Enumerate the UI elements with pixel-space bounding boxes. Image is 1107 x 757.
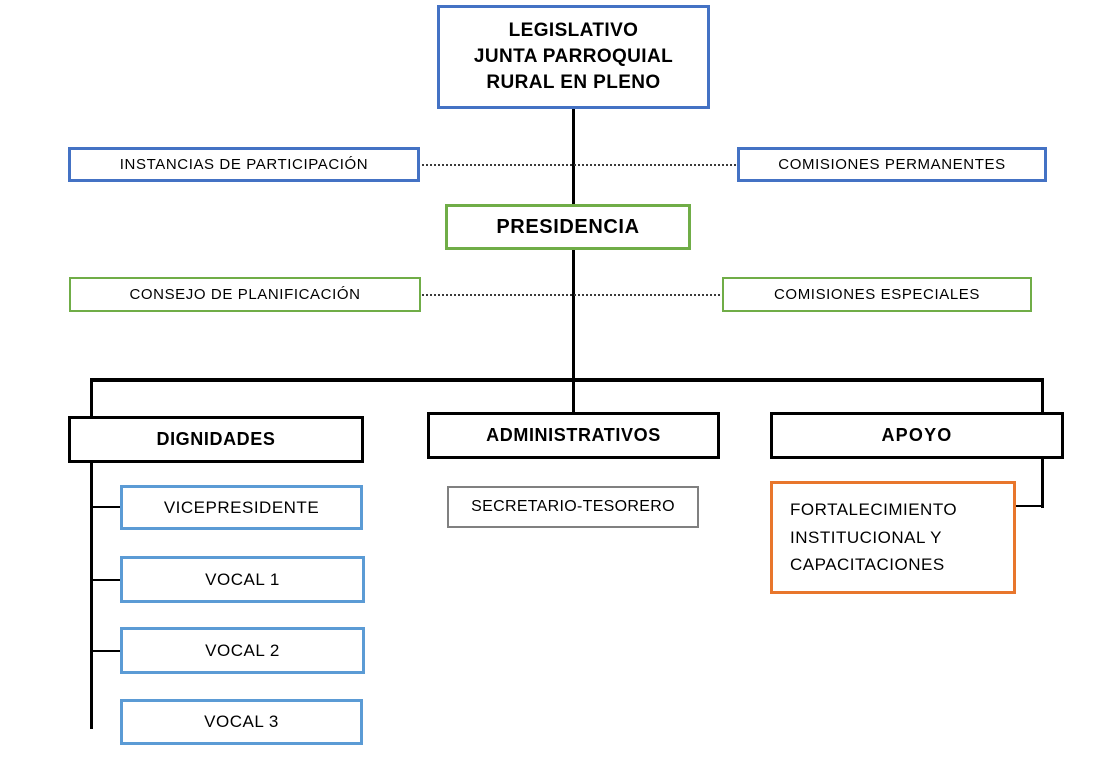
node-vocal-1[interactable]: VOCAL 1 <box>120 556 365 603</box>
connector-drop-administrativos <box>572 378 575 414</box>
node-vocal-3[interactable]: VOCAL 3 <box>120 699 363 745</box>
node-vocal-1-label: VOCAL 1 <box>205 569 280 589</box>
connector-elbow-fortalecimiento <box>1016 505 1044 507</box>
connector-legislativo-presidencia <box>572 109 575 204</box>
node-vocal-2-label: VOCAL 2 <box>205 640 280 660</box>
node-presidencia-label: PRESIDENCIA <box>496 215 640 238</box>
node-presidencia[interactable]: PRESIDENCIA <box>445 204 691 250</box>
connector-drop-dignidades <box>90 378 93 418</box>
node-legislativo[interactable]: LEGISLATIVO JUNTA PARROQUIAL RURAL EN PL… <box>437 5 710 109</box>
node-comisiones-especiales[interactable]: COMISIONES ESPECIALES <box>722 277 1032 312</box>
connector-stub-vocal1 <box>90 579 121 581</box>
node-comisiones-especiales-label: COMISIONES ESPECIALES <box>774 286 980 303</box>
connector-presidencia-bar <box>572 250 575 379</box>
node-vicepresidente-label: VICEPRESIDENTE <box>163 497 320 517</box>
node-dignidades[interactable]: DIGNIDADES <box>68 416 364 463</box>
connector-spine-dignidades <box>90 463 93 729</box>
node-vicepresidente[interactable]: VICEPRESIDENTE <box>120 485 363 530</box>
connector-stub-vocal2 <box>90 650 121 652</box>
node-comisiones-permanentes[interactable]: COMISIONES PERMANENTES <box>737 147 1047 182</box>
dotted-connector-consejo-especiales <box>419 294 724 296</box>
node-fortalecimiento-institucional-label: FORTALECIMIENTO INSTITUCIONAL Y CAPACITA… <box>790 500 958 575</box>
node-administrativos[interactable]: ADMINISTRATIVOS <box>427 412 720 459</box>
node-consejo-planificacion[interactable]: CONSEJO DE PLANIFICACIÓN <box>69 277 421 312</box>
connector-horizontal-bar <box>90 378 1044 382</box>
node-instancias-participacion[interactable]: INSTANCIAS DE PARTICIPACIÓN <box>68 147 420 182</box>
node-apoyo[interactable]: APOYO <box>770 412 1064 459</box>
node-administrativos-label: ADMINISTRATIVOS <box>486 425 661 445</box>
dotted-connector-participacion-comisiones <box>418 164 740 166</box>
node-instancias-participacion-label: INSTANCIAS DE PARTICIPACIÓN <box>119 156 369 173</box>
node-dignidades-label: DIGNIDADES <box>156 429 276 449</box>
node-consejo-planificacion-label: CONSEJO DE PLANIFICACIÓN <box>129 286 361 303</box>
node-comisiones-permanentes-label: COMISIONES PERMANENTES <box>778 156 1006 173</box>
node-vocal-3-label: VOCAL 3 <box>204 712 279 731</box>
node-fortalecimiento-institucional[interactable]: FORTALECIMIENTO INSTITUCIONAL Y CAPACITA… <box>770 481 1016 594</box>
node-apoyo-label: APOYO <box>881 425 953 445</box>
node-secretario-tesorero-label: SECRETARIO-TESORERO <box>471 498 675 515</box>
node-secretario-tesorero[interactable]: SECRETARIO-TESORERO <box>447 486 699 528</box>
node-vocal-2[interactable]: VOCAL 2 <box>120 627 365 674</box>
node-legislativo-label: LEGISLATIVO JUNTA PARROQUIAL RURAL EN PL… <box>473 19 674 94</box>
connector-stub-vicepresidente <box>90 506 121 508</box>
